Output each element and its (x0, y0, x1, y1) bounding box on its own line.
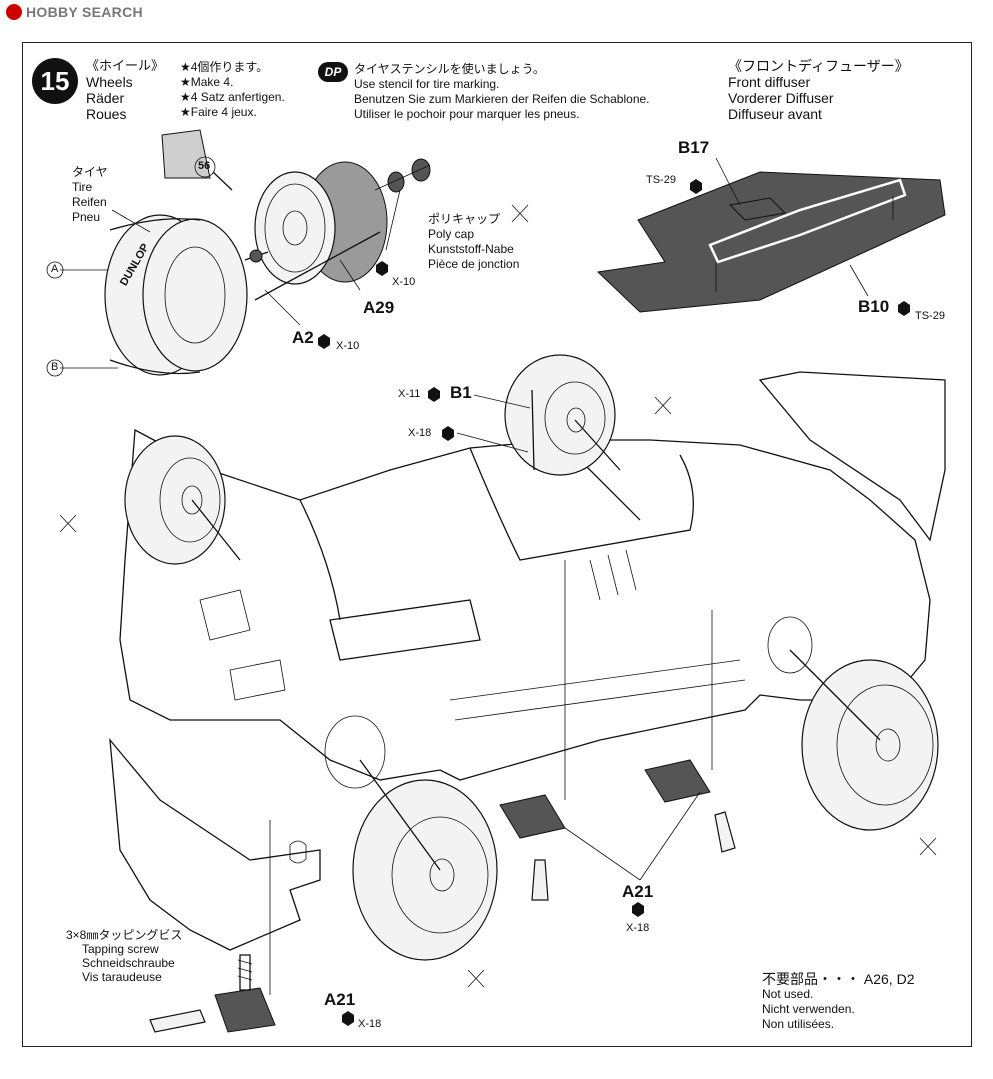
tire-mark-b: B (51, 361, 59, 373)
label-x18-b: X-18 (626, 922, 650, 934)
front-diffuser-title: 《フロントディフューザー》 Front diffuser Vorderer Di… (728, 58, 909, 122)
label-a21-right: A21 (622, 882, 654, 901)
crossed-marks (59, 204, 937, 988)
step-number: 15 (32, 58, 78, 104)
label-x18-a: X-18 (408, 427, 432, 439)
label-x10-b: X-10 (336, 340, 360, 352)
step-title: 《ホイール》 Wheels Räder Roues (86, 58, 165, 122)
logo-icon (6, 4, 22, 20)
label-a29: A29 (363, 298, 395, 317)
callout-56: 56 (198, 160, 211, 172)
wheel-front-bottom (324, 715, 498, 961)
watermark-text: HOBBY SEARCH (26, 4, 143, 20)
stencil-thumb (161, 129, 211, 179)
screw-label: 3×8㎜タッピングビス Tapping screw Schneidschraub… (66, 928, 183, 984)
label-b1: B1 (450, 383, 472, 402)
label-a21-bottom: A21 (324, 990, 356, 1009)
label-x11: X-11 (398, 388, 421, 400)
label-b10: B10 (858, 297, 890, 316)
label-x10-a: X-10 (392, 276, 416, 288)
front-diffuser-part (596, 171, 946, 313)
tire-mark-a: A (51, 263, 59, 275)
wheel-front-left-top (124, 435, 241, 565)
front-splitter (109, 737, 321, 951)
label-a2: A2 (292, 328, 314, 347)
wheel-rear-right (767, 616, 939, 831)
polycap-label: ポリキャップ Poly cap Kunststoff-Nabe Pièce de… (428, 212, 520, 271)
a21-plates (214, 560, 713, 1033)
tapping-screw (237, 954, 253, 991)
poly-caps (374, 158, 431, 193)
watermark-logo: HOBBY SEARCH (6, 4, 143, 20)
wheel-part-a29 (244, 161, 388, 301)
hex-markers (318, 179, 910, 1026)
glue-tubes (149, 811, 736, 1033)
instruction-frame (22, 42, 972, 1047)
unused-parts-note: 不要部品・・・ A26, D2 Not used. Nicht verwende… (762, 971, 915, 1032)
label-x18-c: X-18 (358, 1018, 382, 1030)
step-notes: ★4個作ります。 ★Make 4. ★4 Satz anfertigen. ★F… (180, 60, 285, 119)
label-b17: B17 (678, 138, 710, 157)
tire-label: タイヤ Tire Reifen Pneu (72, 165, 108, 224)
wheel-rear-top (504, 354, 621, 476)
label-ts29-a: TS-29 (646, 174, 676, 186)
tire-part (104, 214, 248, 376)
label-ts29-b: TS-29 (915, 310, 945, 322)
stencil-note: タイヤステンシルを使いましょう。 Use stencil for tire ma… (354, 62, 650, 121)
dp-badge-icon: DP (318, 62, 348, 82)
leader-lines (46, 156, 869, 453)
